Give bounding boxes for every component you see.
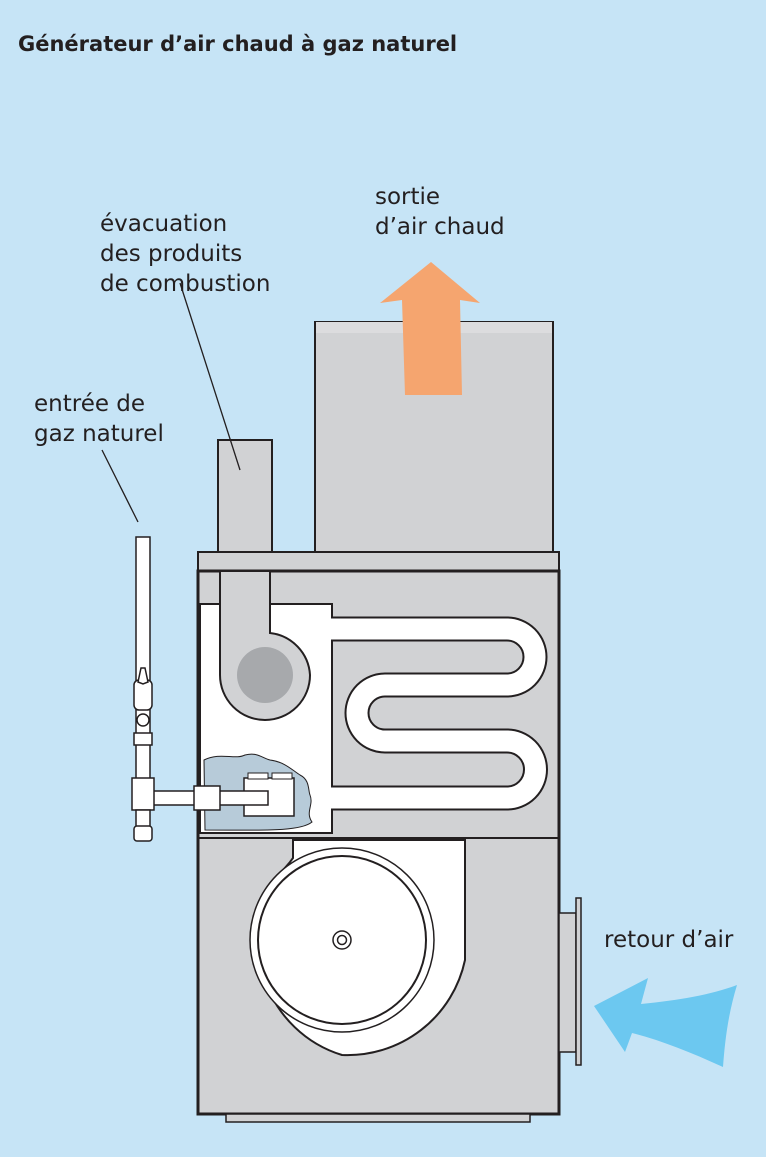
label-gas-inlet-2: gaz naturel (34, 421, 164, 447)
label-hot-air-out-1: sortie (375, 184, 441, 210)
diagram-title: Générateur d’air chaud à gaz naturel (18, 32, 458, 56)
hot-air-arrow (380, 262, 480, 395)
label-gas-inlet-1: entrée de (34, 391, 146, 417)
return-air-arrow (594, 978, 737, 1067)
label-exhaust-3: de combustion (100, 271, 271, 297)
label-hot-air-out-2: d’air chaud (375, 214, 505, 240)
return-air-collar (558, 912, 577, 1053)
label-exhaust-2: des produits (100, 241, 243, 267)
gas-leader-line (101, 449, 139, 523)
exhaust-leader-line (179, 282, 241, 471)
inducer-motor (237, 647, 293, 703)
cabinet-base (225, 1113, 531, 1123)
cabinet-top-band (197, 551, 560, 572)
label-exhaust-1: évacuation (100, 211, 228, 237)
gas-pipe (131, 536, 269, 842)
label-air-return: retour d’air (604, 927, 734, 953)
flue-pipe (217, 439, 273, 553)
